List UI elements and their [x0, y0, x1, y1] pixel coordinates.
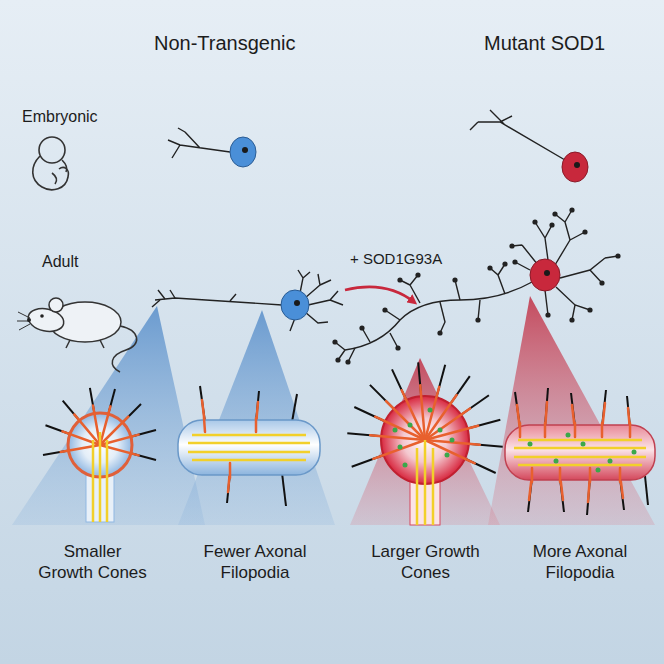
panel-label: More Axonal Filopodia — [515, 542, 645, 583]
axon-segment-few — [178, 386, 320, 506]
nucleus — [574, 162, 580, 168]
nucleus — [294, 300, 300, 306]
panel-label: Fewer Axonal Filopodia — [190, 542, 320, 583]
column-heading: Mutant SOD1 — [484, 31, 605, 55]
axon-segment-many — [505, 388, 655, 515]
transgene-label: + SOD1G93A — [350, 250, 442, 268]
nucleus — [544, 270, 550, 276]
zoom-cone — [350, 358, 500, 525]
cell-body — [281, 290, 309, 320]
stage-label: Embryonic — [22, 107, 98, 127]
nucleus — [242, 147, 248, 153]
mouse-icon — [17, 298, 137, 372]
growth-cone-large — [347, 362, 502, 525]
cell-body — [562, 152, 588, 182]
adult-neuron — [335, 210, 618, 362]
growth-cone-small — [43, 388, 156, 522]
zoom-cone — [12, 306, 205, 525]
adult-neuron — [152, 270, 343, 331]
zoom-cone — [178, 310, 335, 525]
embryonic-neuron — [470, 110, 565, 160]
branch-tips — [332, 207, 620, 364]
cell-body — [230, 137, 256, 167]
cell-body — [530, 259, 560, 291]
embryo-icon — [33, 137, 69, 190]
zoom-cone — [488, 296, 655, 525]
column-heading: Non-Transgenic — [154, 31, 296, 55]
mouse-eye — [40, 314, 44, 318]
mouse-nose — [27, 318, 31, 322]
stage-label: Adult — [42, 252, 78, 272]
transition-arrow — [345, 287, 414, 302]
panel-label: Larger Growth Cones — [369, 542, 482, 583]
panel-label: Smaller Growth Cones — [36, 542, 149, 583]
embryonic-neuron — [168, 128, 230, 158]
